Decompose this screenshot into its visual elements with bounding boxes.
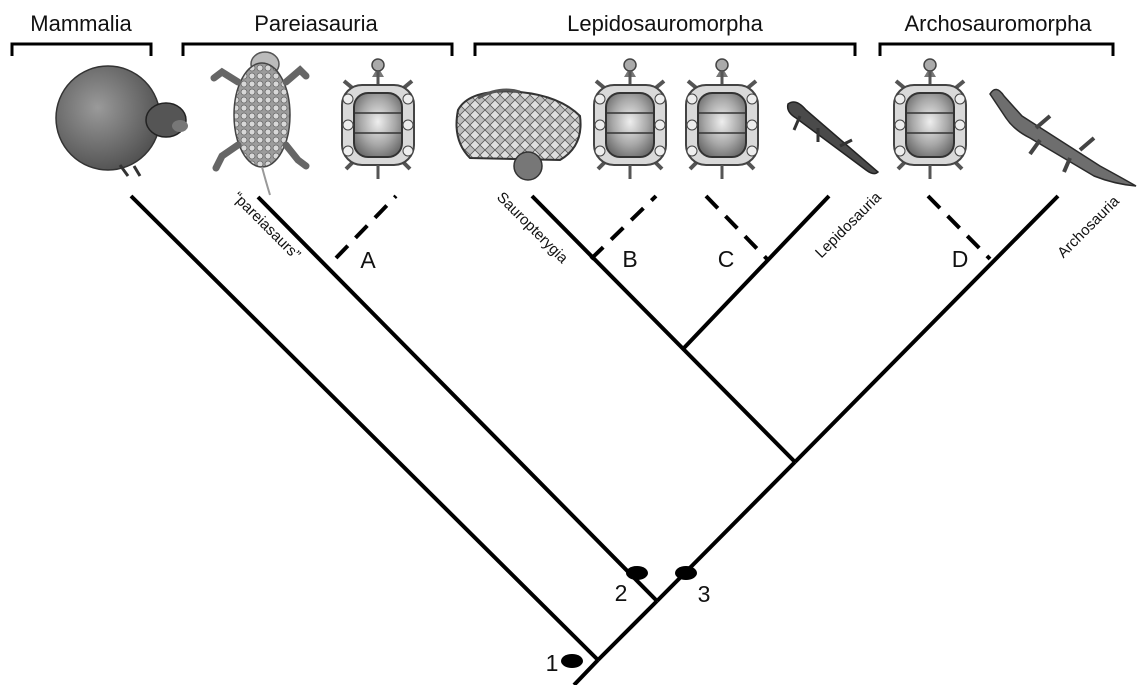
placement-label-a: A — [360, 247, 376, 273]
bracket-lepidosauromorpha — [475, 44, 855, 56]
bracket-archosauromorpha — [880, 44, 1113, 56]
node-marker-3 — [675, 566, 697, 580]
branch-pareiasaurs — [258, 197, 657, 601]
branch-internal-2 — [657, 462, 795, 601]
mammal-icon — [56, 66, 188, 176]
bracket-pareiasauria — [183, 44, 452, 56]
lizard-icon — [788, 102, 878, 174]
node-label-1: 1 — [546, 650, 559, 676]
turtle-icon — [594, 59, 666, 179]
group-label-lepidosauromorpha: Lepidosauromorpha — [567, 11, 763, 36]
taxon-label-lepidosauria: Lepidosauria — [812, 188, 885, 261]
group-brackets — [12, 44, 1113, 56]
group-label-archosauromorpha: Archosauromorpha — [904, 11, 1092, 36]
node-label-3: 3 — [698, 581, 711, 607]
bracket-mammalia — [12, 44, 151, 56]
pareiasaur-icon — [214, 52, 306, 195]
branch-lepidosauria — [683, 196, 829, 349]
tree-branches — [131, 196, 1058, 685]
node-label-2: 2 — [615, 580, 628, 606]
branch-internal-1 — [598, 601, 657, 660]
turtle-icon — [342, 59, 414, 179]
placement-label-d: D — [952, 246, 969, 272]
placodont-icon — [457, 90, 581, 180]
placement-branch-c — [706, 196, 768, 260]
taxon-label-archosauria: Archosauria — [1054, 192, 1123, 261]
node-marker-2 — [626, 566, 648, 580]
crocodile-icon — [990, 89, 1136, 186]
taxon-label-pareiasaurs: “pareiasaurs” — [229, 189, 304, 264]
group-label-pareiasauria: Pareiasauria — [254, 11, 378, 36]
group-label-mammalia: Mammalia — [30, 11, 132, 36]
turtle-icon — [894, 59, 966, 179]
taxon-label-sauropterygia: Sauropterygia — [493, 189, 572, 268]
placement-label-b: B — [622, 246, 637, 272]
illustrations — [56, 52, 1136, 195]
placement-label-c: C — [718, 246, 735, 272]
turtle-icon — [686, 59, 758, 179]
node-marker-1 — [561, 654, 583, 668]
branch-lepidosauromorpha-stem — [532, 196, 795, 462]
